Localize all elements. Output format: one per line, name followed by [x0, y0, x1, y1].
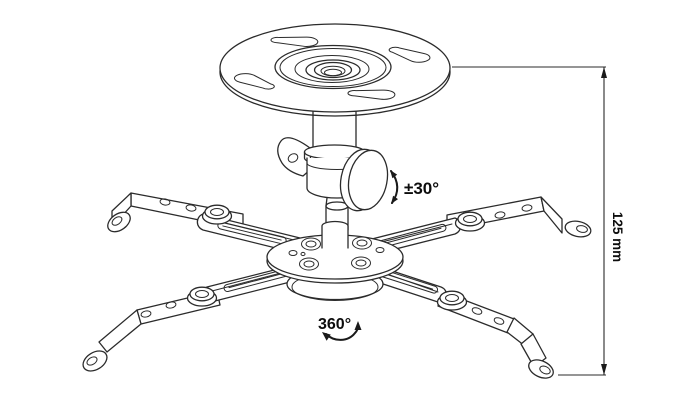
mount-foot-upper-right	[564, 220, 592, 238]
swivel-annotation: 360°	[318, 316, 362, 341]
height-dimension-label: 125 mm	[610, 212, 625, 262]
arm-lower-left	[82, 262, 303, 372]
arm-upper-left	[107, 192, 301, 255]
thumbscrew-upper-left	[201, 204, 233, 225]
spider-base	[82, 192, 592, 379]
rotation-hub	[266, 234, 404, 301]
thumbscrew-upper-right	[454, 211, 486, 232]
keyhole-slots	[230, 35, 434, 100]
mount-foot-lower-left	[82, 350, 108, 372]
mount-foot-lower-right	[528, 359, 554, 379]
hub-screws	[288, 236, 385, 271]
lock-lever	[277, 137, 312, 177]
thumbscrew-lower-left	[186, 286, 218, 307]
tilt-annotation: ±30°	[390, 170, 439, 204]
mount-foot-upper-left	[107, 211, 131, 233]
ceiling-plate	[219, 23, 451, 117]
tilt-joint	[277, 137, 389, 212]
support-stem	[321, 201, 349, 249]
tilt-range-label: ±30°	[404, 179, 439, 198]
height-dimension: 125 mm	[452, 66, 625, 376]
thumbscrew-lower-right	[436, 290, 468, 311]
support-column	[312, 107, 357, 151]
arm-upper-right	[367, 196, 592, 257]
arm-lower-right	[367, 262, 554, 379]
swivel-range-label: 360°	[318, 316, 351, 333]
tilt-knob	[339, 148, 389, 212]
